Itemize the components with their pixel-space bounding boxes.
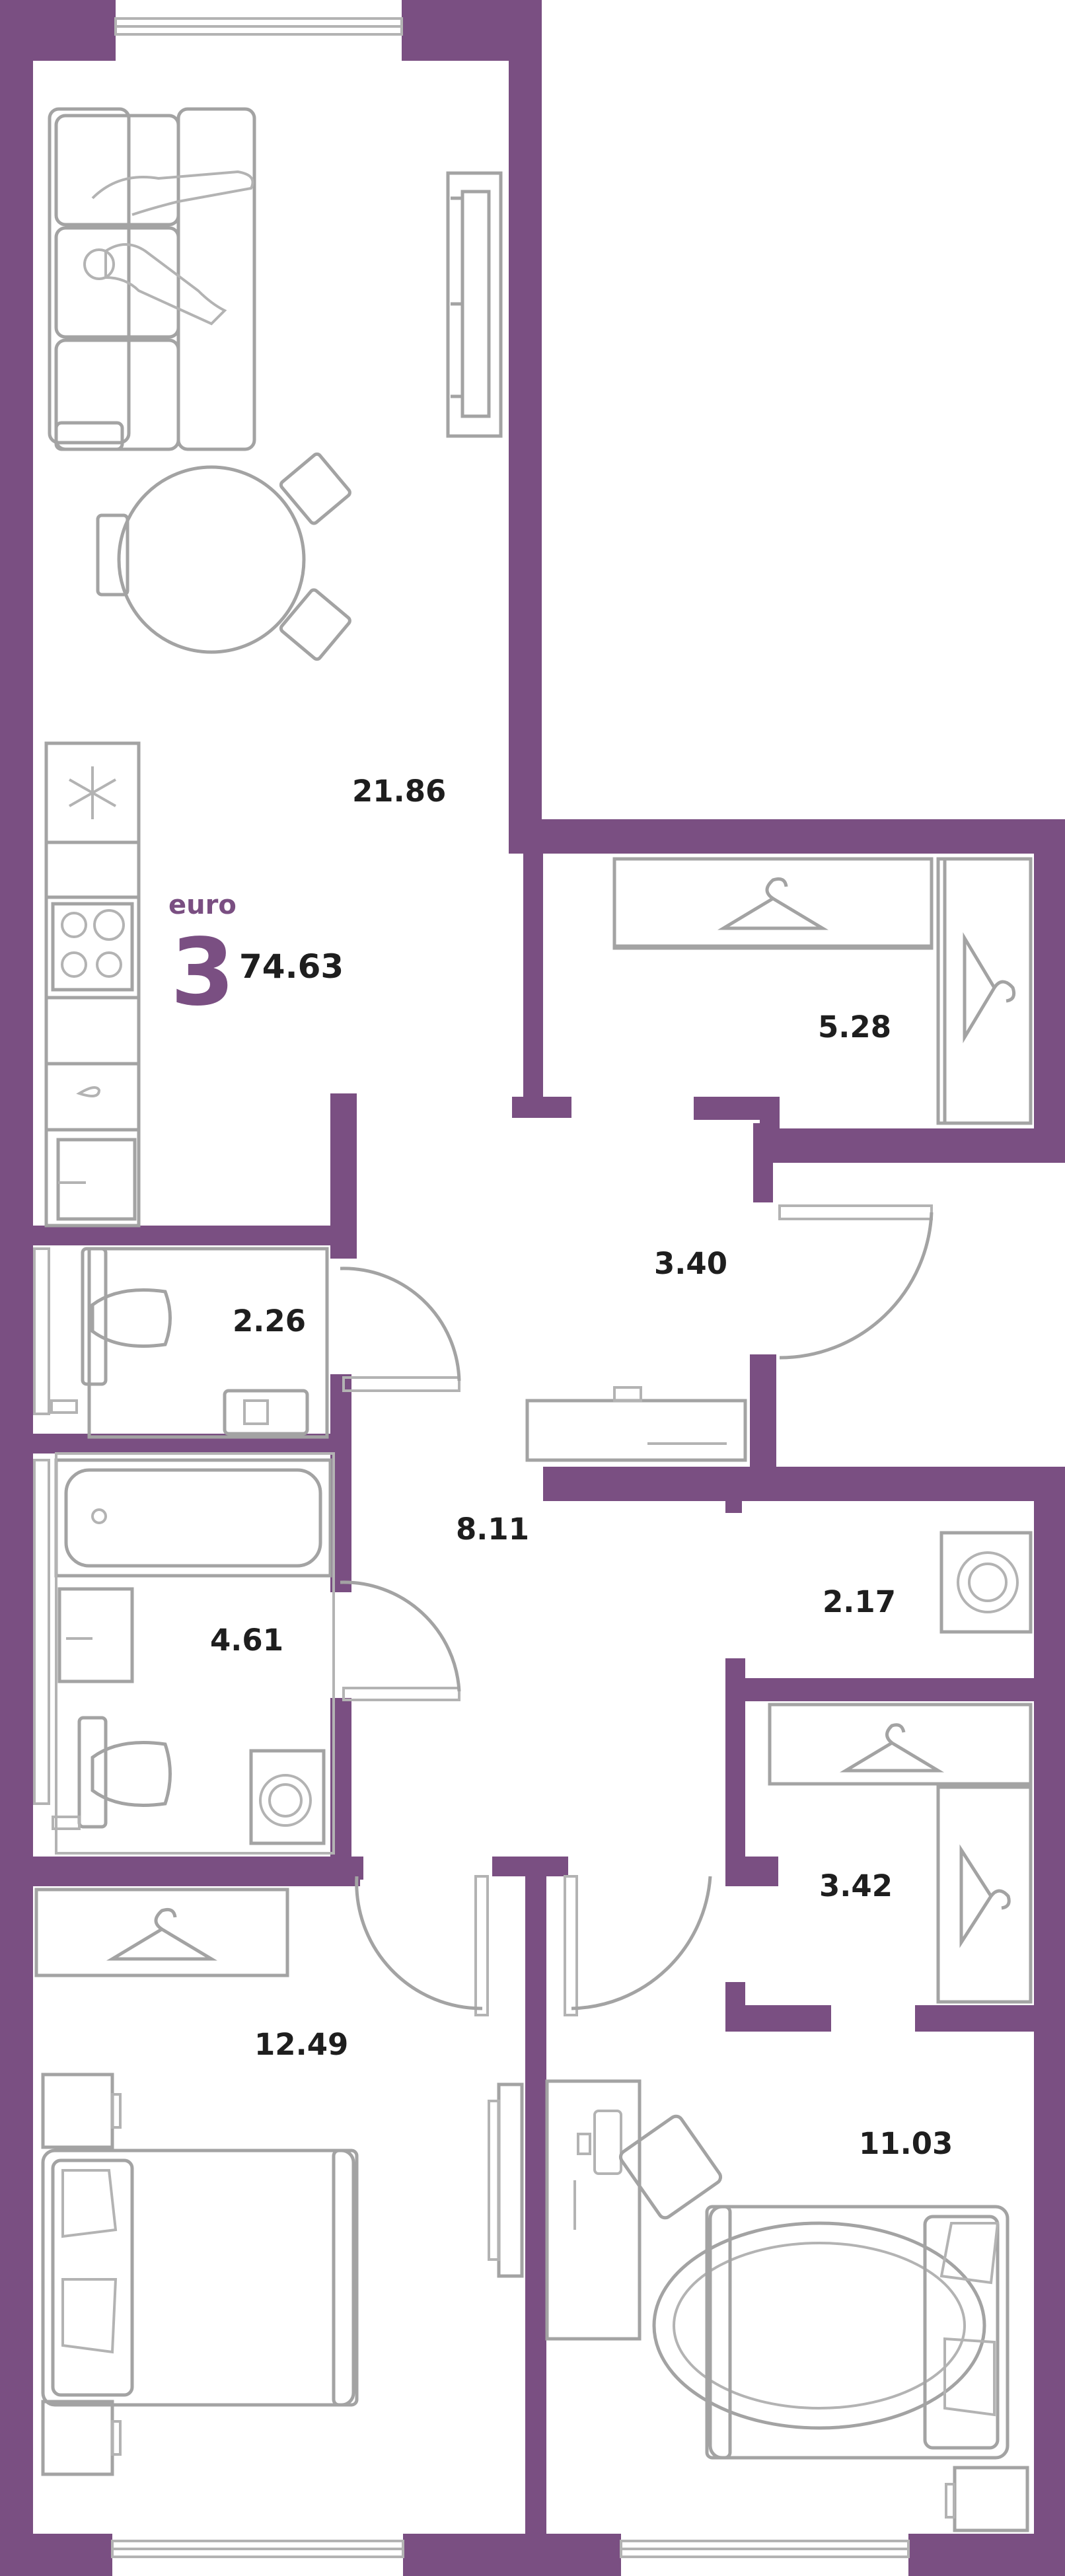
door-icon <box>340 1267 461 1392</box>
drop-icon <box>76 1086 101 1097</box>
nightstand-icon <box>41 2073 122 2149</box>
hanger-icon <box>936 1785 1033 2004</box>
window-icon <box>620 2540 910 2558</box>
door-icon <box>340 1580 461 1701</box>
cooktop-icon <box>51 902 134 992</box>
armchair-icon <box>618 2114 723 2220</box>
apartment-type: euro <box>168 890 237 920</box>
area-wardrobe-small: 3.42 <box>819 1868 893 1903</box>
toilet-icon <box>81 1247 329 1439</box>
desk-icon <box>545 2079 642 2341</box>
kitchen-unit-icon <box>44 741 141 1228</box>
bathtub-icon <box>54 1458 332 1578</box>
area-wardrobe-top: 5.28 <box>818 1010 891 1045</box>
window-icon <box>114 17 403 36</box>
hanger-icon <box>768 1703 1033 1786</box>
washing-machine-icon <box>939 1531 1033 1634</box>
area-living-kitchen: 21.86 <box>352 774 446 809</box>
sofa-icon <box>48 107 256 451</box>
bed-icon <box>41 2149 359 2407</box>
hanger-icon <box>936 857 1033 1125</box>
washing-machine-icon <box>249 1749 326 1845</box>
tv-icon <box>446 171 503 438</box>
window-icon <box>33 1247 50 1805</box>
hanger-icon <box>34 1888 289 1977</box>
total-area: 74.63 <box>239 947 344 986</box>
sink-icon <box>57 1587 134 1683</box>
area-bathroom-small: 2.26 <box>233 1304 306 1339</box>
room-labels: 21.86 5.28 3.40 2.26 8.11 2.17 4.61 3.42… <box>210 774 953 2161</box>
door-icon <box>355 1875 489 2016</box>
area-laundry: 2.17 <box>823 1584 896 1619</box>
area-bathroom: 4.61 <box>210 1623 283 1658</box>
sink-icon <box>223 1389 309 1436</box>
dishwasher-icon <box>56 1138 137 1221</box>
door-icon <box>778 1204 934 1360</box>
nightstand-icon <box>945 2466 1029 2532</box>
area-hall: 3.40 <box>654 1246 727 1281</box>
rug-icon <box>652 2221 986 2430</box>
apartment-summary: euro 3 74.63 <box>168 890 344 1027</box>
area-corridor: 8.11 <box>456 1512 529 1547</box>
fridge-icon <box>69 766 116 819</box>
door-icon <box>564 1875 712 2016</box>
area-bedroom-right: 11.03 <box>859 2126 953 2161</box>
window-icon <box>111 2540 404 2558</box>
area-bedroom-left: 12.49 <box>254 2027 348 2062</box>
room-count: 3 <box>170 919 235 1027</box>
shoe-shelf-icon <box>525 1386 747 1462</box>
tv-icon <box>488 2082 524 2278</box>
heated-rail-icon <box>50 1399 78 1414</box>
toilet-icon <box>77 1716 172 1829</box>
bed-icon <box>705 2205 1010 2460</box>
dining-table-icon <box>96 452 351 661</box>
hanger-icon <box>612 857 934 950</box>
nightstand-icon <box>41 2400 122 2476</box>
